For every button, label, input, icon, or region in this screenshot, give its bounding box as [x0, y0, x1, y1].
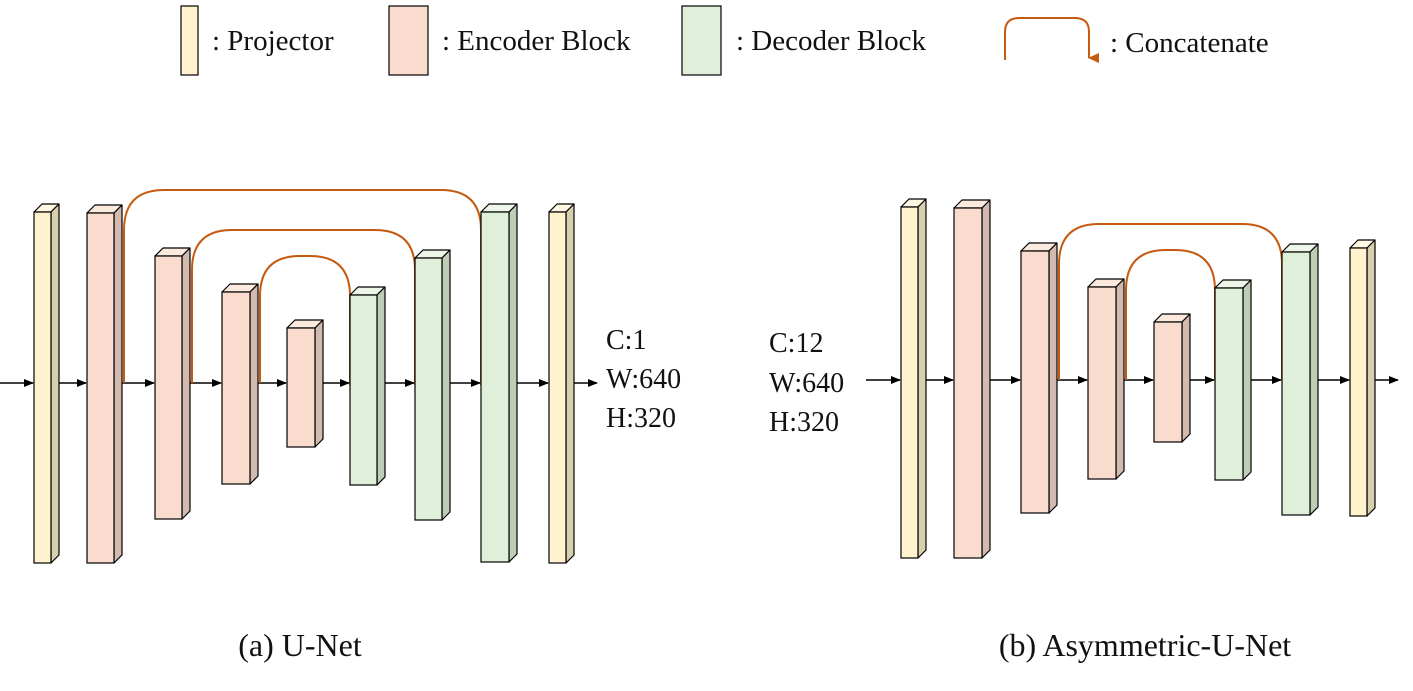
unet-skip-3-5 — [259, 255, 360, 390]
unet-decoder-block-8 — [480, 203, 518, 563]
asym-encoder-block-5-front-face — [1153, 321, 1183, 443]
asym-projector-block-1 — [900, 198, 927, 559]
unet-caption: (a) U-Net — [238, 627, 362, 663]
asym-encoder-block-2-side-face — [981, 199, 991, 559]
asym-encoder-block-4-side-face — [1115, 278, 1125, 480]
unet-encoder-block-5-side-face — [314, 319, 324, 448]
unet-decoder-block-6 — [349, 286, 386, 486]
unet-encoder-block-4-side-face — [249, 283, 259, 485]
legend-encoder-swatch — [388, 5, 429, 76]
legend-concat-arrow — [1004, 17, 1099, 63]
unet-projector-block-1 — [33, 203, 60, 564]
asym-encoder-block-4 — [1087, 278, 1125, 480]
legend-projector-label: : Projector — [212, 25, 334, 57]
unet-encoder-block-3-front-face — [154, 255, 183, 520]
asym-encoder-block-3 — [1020, 242, 1058, 514]
asym-dim-channels: C:12 — [769, 328, 823, 359]
unet-decoder-block-6-side-face — [376, 286, 386, 486]
asym-dim-height: H:320 — [769, 407, 839, 438]
legend-decoder-swatch — [681, 5, 722, 76]
asym-projector-block-8-side-face — [1366, 239, 1376, 517]
unet-encoder-block-4 — [221, 283, 259, 485]
unet-projector-block-9 — [548, 203, 575, 564]
unet-skip-1-7 — [123, 189, 491, 390]
legend: : Projector : Encoder Block : Decoder Bl… — [180, 5, 1269, 76]
asym-decoder-block-6 — [1214, 279, 1252, 481]
asym-projector-block-8 — [1349, 239, 1376, 517]
asymmetric-unet-diagram — [866, 198, 1399, 559]
asym-projector-block-1-side-face — [917, 198, 927, 559]
asym-decoder-block-6-side-face — [1242, 279, 1252, 481]
unet-encoder-block-2-side-face — [113, 204, 123, 564]
unet-dim-width: W:640 — [606, 364, 681, 395]
unet-dims: C:1 W:640 H:320 — [606, 325, 681, 434]
unet-skip-2-6 — [191, 229, 425, 390]
unet-encoder-block-3-side-face — [181, 247, 191, 520]
asym-dim-width: W:640 — [769, 368, 844, 399]
legend-projector-swatch — [180, 5, 199, 76]
legend-decoder-label: : Decoder Block — [736, 25, 927, 57]
unet-diagram — [0, 189, 598, 564]
unet-encoder-block-5-front-face — [286, 327, 316, 448]
asym-decoder-block-7 — [1281, 243, 1319, 516]
unet-decoder-block-7 — [414, 249, 451, 521]
asym-encoder-block-2 — [953, 199, 991, 559]
unet-decoder-block-7-front-face — [414, 257, 443, 521]
asym-projector-block-8-front-face — [1349, 247, 1368, 517]
unet-decoder-block-8-front-face — [480, 211, 510, 563]
asym-decoder-block-6-front-face — [1214, 287, 1244, 481]
unet-decoder-block-8-side-face — [508, 203, 518, 563]
asym-encoder-block-3-front-face — [1020, 250, 1050, 514]
unet-encoder-block-4-front-face — [221, 291, 251, 485]
unet-dim-channels: C:1 — [606, 325, 646, 356]
unet-encoder-block-3 — [154, 247, 191, 520]
unet-encoder-block-5 — [286, 319, 324, 448]
asym-caption: (b) Asymmetric-U-Net — [999, 627, 1291, 663]
unet-encoder-block-2 — [86, 204, 123, 564]
asym-dims: C:12 W:640 H:320 — [769, 328, 844, 438]
unet-projector-block-1-side-face — [50, 203, 60, 564]
unet-dim-height: H:320 — [606, 403, 676, 434]
unet-decoder-block-7-side-face — [441, 249, 451, 521]
unet-decoder-block-6-front-face — [349, 294, 378, 486]
asym-skip-3-5 — [1125, 249, 1225, 385]
asym-encoder-block-5-side-face — [1181, 313, 1191, 443]
asym-decoder-block-7-side-face — [1309, 243, 1319, 516]
asym-encoder-block-4-front-face — [1087, 286, 1117, 480]
unet-projector-block-9-side-face — [565, 203, 575, 564]
unet-projector-block-9-front-face — [548, 211, 567, 564]
asym-skip-2-6 — [1058, 223, 1292, 385]
unet-projector-block-1-front-face — [33, 211, 52, 564]
unet-encoder-block-2-front-face — [86, 212, 115, 564]
asym-encoder-block-2-front-face — [953, 207, 983, 559]
asym-projector-block-1-front-face — [900, 206, 919, 559]
asym-decoder-block-7-front-face — [1281, 251, 1311, 516]
asym-encoder-block-3-side-face — [1048, 242, 1058, 514]
legend-encoder-label: : Encoder Block — [442, 25, 631, 57]
asym-encoder-block-5 — [1153, 313, 1191, 443]
legend-concat-label: : Concatenate — [1110, 27, 1269, 59]
